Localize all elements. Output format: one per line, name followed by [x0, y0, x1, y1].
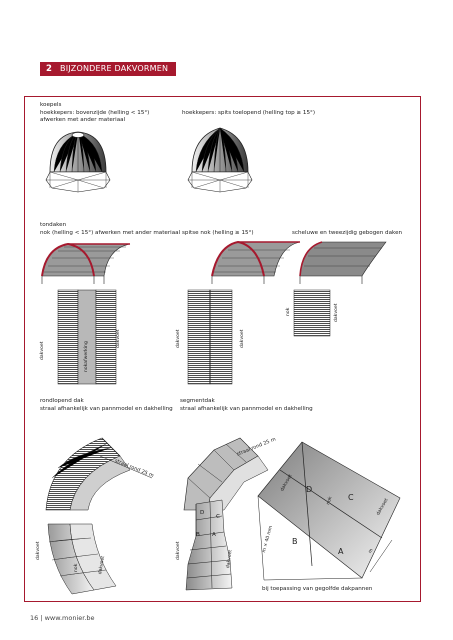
plan1-dakvoet-left: dakvoet: [40, 341, 45, 360]
barrel-plan-pointed-ridge: [187, 289, 233, 385]
detail-label-d: D: [306, 485, 313, 494]
segment-plan-a: A: [212, 532, 216, 538]
tondaken-caption-3: scheluwe en tweezijdig gebogen daken: [292, 230, 403, 236]
plan3-dakvoet: dakvoet: [334, 303, 339, 322]
tondaken-caption-2: spitse nok (helling ≥ 15°): [182, 230, 254, 236]
koepels-right-caption: hoekkepers: spits toelopend (helling top…: [182, 110, 316, 116]
plan3-nok: nok: [286, 307, 291, 316]
dome-flat-top-illustration: [45, 131, 111, 193]
segment-plan-d: D: [200, 510, 205, 516]
radius-line-1: [99, 455, 153, 479]
detail-label-c: C: [348, 493, 354, 502]
page-footer: 16 | www.monier.be: [30, 614, 95, 622]
barrel-plan-flat-ridge: [57, 289, 117, 385]
plan2-dakvoet-right: dakvoet: [240, 329, 245, 348]
content-frame: [24, 96, 421, 602]
segmentdak-caption: straal afhankelijk van pannmodel en dakh…: [180, 406, 313, 412]
section-header: 2 BIJZONDERE DAKVORMEN: [0, 62, 453, 76]
tondaken-title: tondaken: [40, 222, 67, 228]
curved-plan-nok: nok: [74, 563, 79, 572]
plan2-dakvoet-left: dakvoet: [176, 329, 181, 348]
segment-roof-plan: [185, 499, 233, 591]
segment-detail-diagram: [257, 441, 401, 581]
barrel-roof-pointed-ridge-illustration: [211, 240, 301, 284]
tondaken-caption-1: nok (helling < 15°) afwerken met ander m…: [40, 230, 181, 236]
koepels-title: koepels: [40, 102, 62, 108]
segment-plan-b: B: [196, 532, 200, 538]
dome-pointed-top-illustration: [187, 127, 253, 193]
koepels-left-caption-2: afwerken met ander materiaal: [40, 117, 126, 123]
plan1-dakvoet-right: dakvoet: [116, 329, 121, 348]
section-title: BIJZONDERE DAKVORMEN: [52, 62, 177, 76]
lean-to-plan: [293, 289, 331, 337]
detail-label-a: A: [338, 547, 344, 556]
curved-roof-3d-illustration: [45, 437, 131, 511]
plan1-nokafwerking: nokafwerking: [84, 341, 89, 372]
detail-label-b: B: [292, 537, 298, 546]
koepels-left-caption-1: hoekkepers: bovenzijde (helling < 15°): [40, 110, 150, 116]
detail-note: bij toepassing van gegolfde dakpannen: [262, 586, 373, 592]
segment-plan-dakvoet-left: dakvoet: [176, 541, 181, 560]
curved-roof-plan: [47, 523, 117, 595]
rondlopend-caption: straal afhankelijk van pannmodel en dakh…: [40, 406, 173, 412]
rondlopend-title: rondlopend dak: [40, 398, 84, 404]
barrel-roof-flat-ridge-illustration: [41, 242, 131, 284]
segment-plan-c: C: [216, 514, 220, 520]
segment-roof-3d-illustration: [183, 437, 269, 511]
segmentdak-title: segmentdak: [180, 398, 215, 404]
curved-plan-dakvoet-left: dakvoet: [36, 541, 41, 560]
curved-lean-to-illustration: [299, 241, 387, 284]
